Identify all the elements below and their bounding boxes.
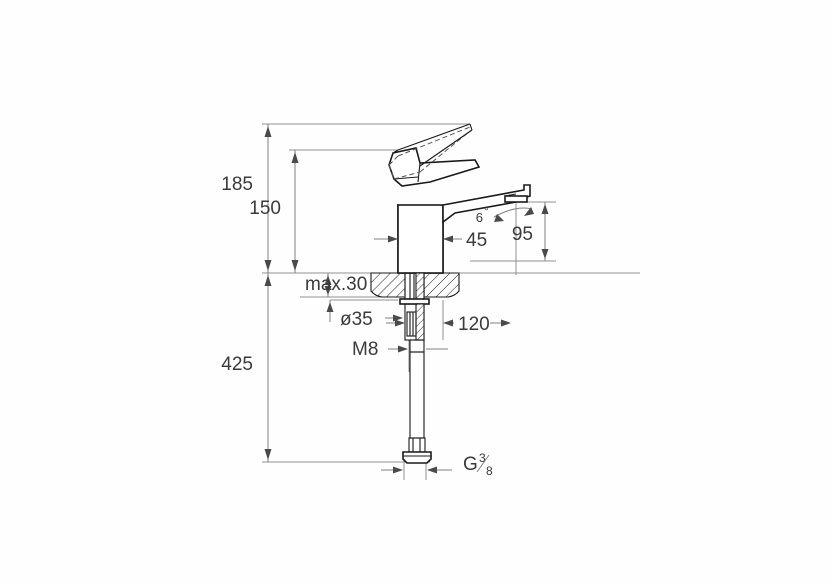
dimension-shank-length: 120 [386,314,511,335]
dimension-deck-thickness: max.30 [305,273,367,297]
fraction-numerator: 3 [479,451,486,465]
dimension-hose-length: 425 [221,273,272,462]
dimension-label-angle-6: 6 [476,210,483,225]
dimension-label-150: 150 [249,198,281,219]
mounting-shank [399,272,430,341]
dimension-label-185: 185 [221,174,253,195]
dimension-overall-height: 185 [221,124,272,273]
dimension-outlet-angle: 6 ° [476,204,534,225]
lever-handle-raised-position [388,123,473,180]
fraction-denominator: 8 [486,464,493,478]
dimension-bolt-thread: M8 [352,339,448,360]
hose-connection-nut [402,451,432,464]
dimension-label-425: 425 [221,354,253,375]
dimension-label-95: 95 [512,224,533,245]
dimension-body-width: 45 [374,230,487,251]
dimension-label-m8: M8 [352,339,378,360]
degree-symbol: ° [484,204,489,218]
countertop-deck-section [370,272,460,298]
dimension-spout-reach-height: 95 [512,202,549,261]
dimension-hole-diameter: ø35 [326,300,403,330]
dimension-connection-thread: G 3 8 [381,451,493,478]
dimension-label-120: 120 [458,314,490,335]
faucet-body-column [397,203,444,274]
dimension-label-45: 45 [466,230,487,251]
dimension-spout-height: 150 [249,150,299,273]
spout-outlet [442,184,531,224]
dimension-label-g-thread: G [463,454,478,475]
dimension-label-max30: max.30 [305,274,367,295]
dimension-label-diameter35: ø35 [340,309,373,330]
